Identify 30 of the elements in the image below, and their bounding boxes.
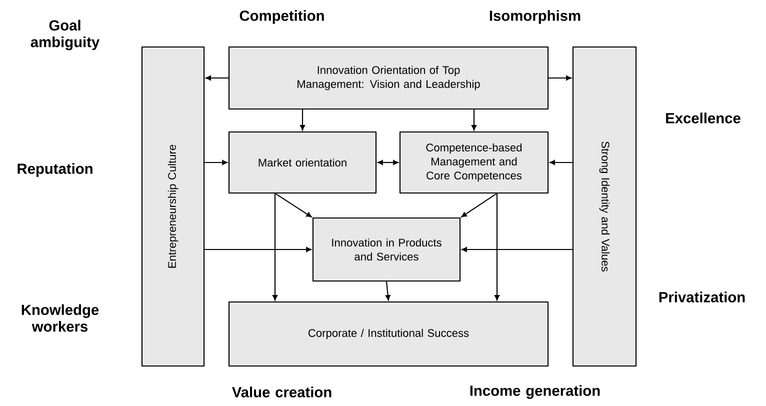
arrow: [300, 109, 306, 130]
side-label: Goal ambiguity: [30, 20, 100, 50]
arrow: [204, 160, 228, 165]
process-box: Strong Identity and Values: [572, 46, 637, 367]
arrow: [548, 75, 572, 80]
process-box: Innovation Orientation of Top Management: Vision and Leadership: [228, 46, 549, 110]
process-box: Innovation in Products and Services: [312, 217, 461, 282]
side-label: Reputation: [18, 163, 92, 177]
arrow: [385, 281, 390, 300]
side-label: Value creation: [232, 386, 332, 398]
side-label: Excellence: [666, 112, 740, 124]
side-label: Privatization: [659, 292, 745, 302]
arrow: [204, 246, 312, 252]
process-box: Competence-based Management and Core Competences: [399, 131, 549, 194]
side-label: Knowledge workers: [22, 304, 99, 332]
arrow: [462, 246, 573, 252]
process-box: Entrepreneurship Culture: [141, 46, 205, 367]
arrow: [274, 192, 312, 218]
side-label: Competition: [240, 10, 324, 24]
arrow: [472, 109, 477, 130]
process-box: Market orientation: [228, 131, 377, 194]
arrow: [461, 192, 498, 218]
arrow: [272, 193, 278, 300]
arrow: [378, 160, 398, 165]
process-box: Corporate / Institutional Success: [228, 301, 549, 367]
side-label: Income generation: [470, 385, 600, 399]
arrow: [206, 75, 229, 80]
arrow: [550, 160, 573, 165]
side-label: Isomorphism: [490, 10, 580, 24]
arrow: [494, 193, 500, 300]
